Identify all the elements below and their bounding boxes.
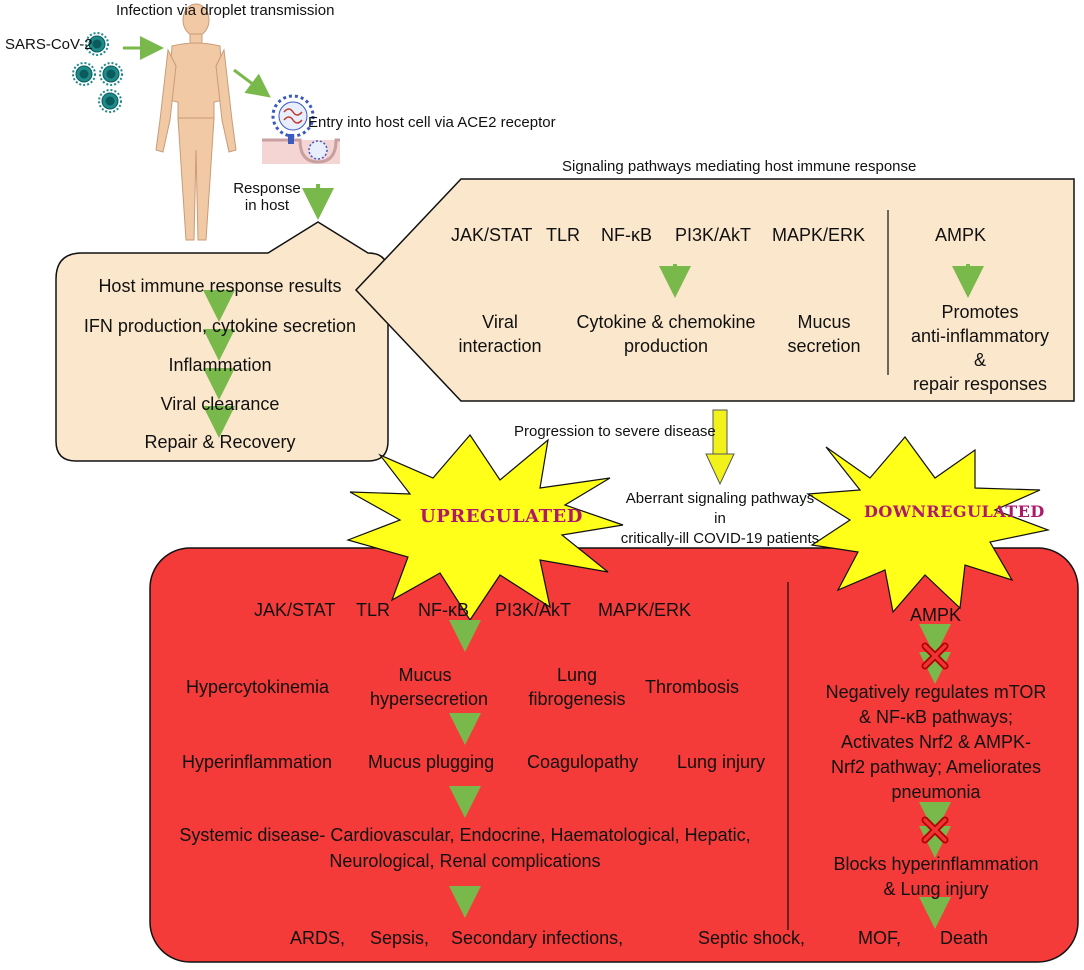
signal-ampk: AMPK bbox=[935, 225, 987, 245]
outcome-death: Death bbox=[940, 928, 989, 948]
signal-pathway-mapk: MAPK/ERK bbox=[772, 225, 866, 245]
red-coagulopathy: Coagulopathy bbox=[527, 752, 639, 772]
signal-pathway-nfkb: NF-κB bbox=[601, 225, 652, 245]
aberrant-red-box bbox=[149, 547, 1079, 963]
human-figure-icon bbox=[155, 3, 237, 241]
red-ampk-effect: Negatively regulates mTOR & NF-κB pathwa… bbox=[825, 682, 1047, 802]
red-hypercytokinemia: Hypercytokinemia bbox=[186, 677, 330, 697]
virus-label: SARS-CoV-2 bbox=[5, 36, 93, 53]
host-step-2: IFN production, cytokine secretion bbox=[83, 316, 357, 336]
red-mucus-hypersecretion: Mucus hypersecretion bbox=[370, 665, 489, 709]
red-pathway-pi3k: PI3K/AkT bbox=[495, 600, 572, 620]
red-ampk: AMPK bbox=[910, 605, 962, 625]
outcome-mucus: Mucus secretion bbox=[787, 312, 861, 356]
signaling-title: Signaling pathways mediating host immune… bbox=[562, 158, 917, 175]
host-step-1: Host immune response results bbox=[98, 276, 342, 296]
outcome-sepsis: Sepsis, bbox=[370, 928, 430, 948]
host-step-4: Viral clearance bbox=[160, 394, 280, 414]
infection-text: Infection via droplet transmission bbox=[116, 2, 335, 19]
outcome-secondary-infections: Secondary infections, bbox=[451, 928, 624, 948]
signaling-box bbox=[354, 178, 1075, 402]
red-box-arrows bbox=[449, 620, 951, 929]
coronavirus-icon bbox=[271, 94, 315, 138]
ampk-outcome: Promotes anti-inflammatory & repair resp… bbox=[910, 302, 1050, 394]
host-step-3: Inflammation bbox=[168, 355, 272, 375]
outcome-cytokine: Cytokine & chemokine production bbox=[576, 312, 756, 356]
upregulated-burst bbox=[346, 434, 624, 622]
outcome-viral-interaction: Viral interaction bbox=[458, 312, 542, 356]
red-lung-fibrogenesis: Lung fibrogenesis bbox=[528, 665, 626, 709]
red-ampk-block: Blocks hyperinflammation & Lung injury bbox=[833, 854, 1039, 899]
red-pathway-tlr: TLR bbox=[356, 600, 391, 620]
downregulated-label: DOWNREGULATED bbox=[864, 502, 1045, 521]
arrow-to-cell bbox=[233, 68, 271, 98]
red-pathway-jakstat: JAK/STAT bbox=[254, 600, 336, 620]
aberrant-text: Aberrant signaling pathways in criticall… bbox=[620, 490, 820, 547]
virus-spikes bbox=[72, 32, 123, 113]
host-response-box bbox=[55, 221, 389, 462]
downregulated-burst bbox=[806, 436, 1051, 614]
progression-text: Progression to severe disease bbox=[514, 423, 716, 440]
signal-pathway-tlr: TLR bbox=[546, 225, 581, 245]
red-thrombosis: Thrombosis bbox=[645, 677, 740, 697]
entry-text: Entry into host cell via ACE2 receptor bbox=[308, 114, 556, 131]
signal-pathway-pi3k: PI3K/AkT bbox=[675, 225, 752, 245]
response-text: Response in host bbox=[233, 180, 301, 214]
red-lung-injury: Lung injury bbox=[677, 752, 766, 772]
red-pathway-mapk: MAPK/ERK bbox=[598, 600, 692, 620]
outcome-septic-shock: Septic shock, bbox=[698, 928, 806, 948]
host-step-5: Repair & Recovery bbox=[144, 432, 296, 452]
outcome-mof: MOF, bbox=[858, 928, 901, 948]
host-cell-icon bbox=[262, 134, 340, 164]
upregulated-label: UPREGULATED bbox=[420, 506, 583, 527]
red-pathway-nfkb: NF-κB bbox=[418, 600, 469, 620]
red-systemic-disease: Systemic disease- Cardiovascular, Endocr… bbox=[179, 825, 751, 871]
virus-icon bbox=[75, 35, 120, 110]
signal-pathway-jakstat: JAK/STAT bbox=[451, 225, 533, 245]
progression-arrow bbox=[705, 409, 735, 486]
outcome-ards: ARDS, bbox=[290, 928, 346, 948]
red-mucus-plugging: Mucus plugging bbox=[368, 752, 495, 772]
red-hyperinflammation: Hyperinflammation bbox=[182, 752, 333, 772]
